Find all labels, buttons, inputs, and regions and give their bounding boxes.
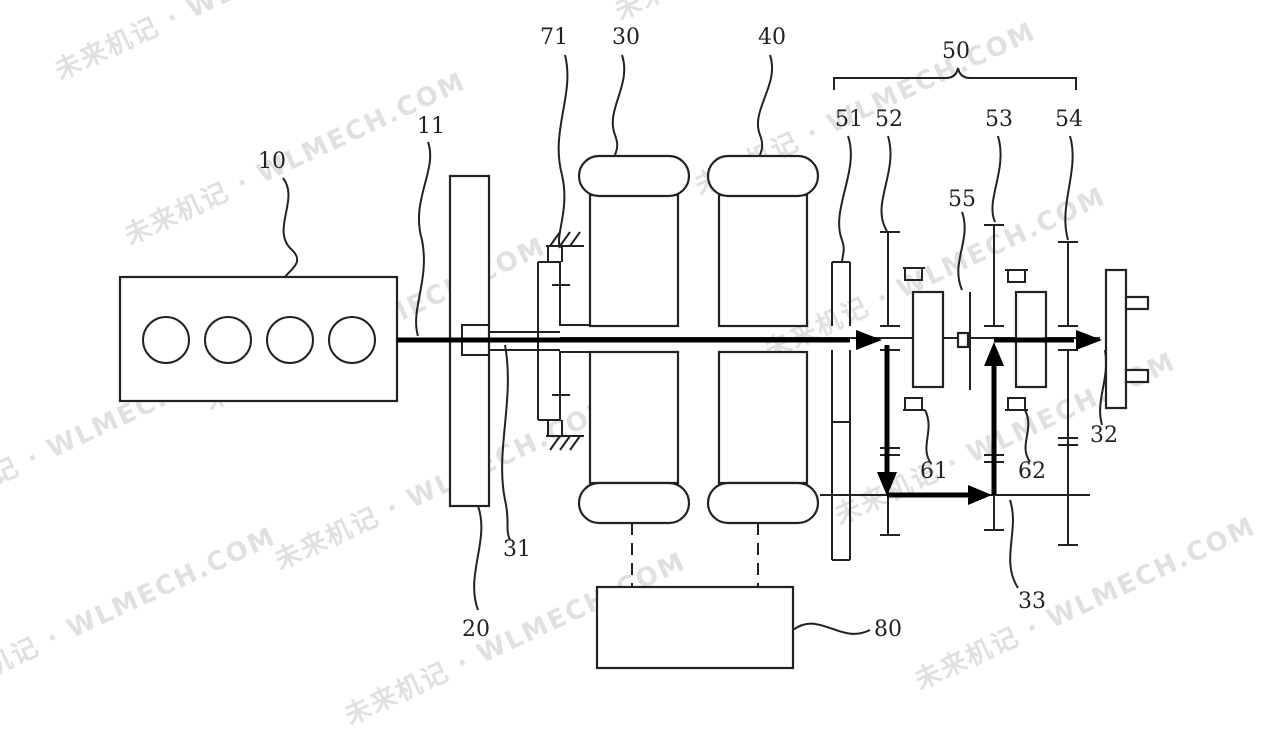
motor-30-lower-core [588, 350, 680, 485]
gear-53 [984, 224, 1004, 531]
leader-40 [757, 54, 773, 157]
label-shaft-32: 32 [1090, 423, 1118, 448]
output-stud-upper [1124, 295, 1150, 311]
leader-lines [282, 54, 1107, 635]
leader-33 [1009, 499, 1019, 589]
gear-mesh-marks [552, 284, 570, 396]
label-brake-71: 71 [540, 25, 568, 50]
brake-pad-lower [547, 420, 563, 436]
transmission-bracket [833, 67, 1077, 90]
watermark: 未来机记 · WLMECH.COM [270, 392, 620, 577]
watermark: 未来机记 · WLMECH.COM [610, 0, 960, 26]
label-transmission-50: 50 [942, 39, 970, 64]
leader-55 [957, 211, 966, 291]
output-flange [1104, 268, 1150, 410]
label-gear-51: 51 [835, 107, 863, 132]
clutch-61 [903, 267, 945, 411]
leader-54 [1064, 135, 1074, 241]
label-shaft-33: 33 [1018, 589, 1046, 614]
brake-link-upper [538, 261, 590, 326]
label-clutch-62: 62 [1018, 459, 1046, 484]
cylinder-icon [204, 316, 252, 364]
motor-30 [577, 154, 691, 525]
leader-62 [1024, 409, 1031, 463]
gear-54 [1058, 241, 1078, 546]
label-damper-20: 20 [462, 617, 490, 642]
label-controller-80: 80 [874, 617, 902, 642]
leader-51 [838, 135, 852, 263]
motor-40 [706, 154, 820, 525]
leader-52 [880, 135, 892, 233]
gear-53-upper [984, 224, 1004, 326]
controller-box [595, 585, 795, 670]
motor-30-upper-coil [577, 154, 691, 198]
gear-54-mesh [1058, 437, 1078, 446]
leader-53 [991, 135, 1002, 223]
ground-icon [546, 435, 584, 451]
clutch-61-fork-upper [903, 267, 925, 281]
leader-61 [924, 409, 931, 463]
shaft-31 [489, 331, 560, 351]
output-flange-plate [1104, 268, 1128, 410]
gear-52-upper [880, 231, 900, 326]
leader-32 [1099, 349, 1107, 426]
arrow-head-icon [877, 472, 897, 496]
label-input-shaft: 11 [417, 114, 445, 139]
gear-52-mesh [880, 447, 900, 456]
controller [595, 523, 795, 670]
brake-pad-upper [547, 246, 563, 262]
label-engine: 10 [258, 149, 286, 174]
leader-31 [501, 344, 511, 541]
ground-icon [546, 231, 584, 247]
watermark: 未来机记 · WLMECH.COM [910, 512, 1260, 697]
leader-71 [557, 54, 569, 249]
watermark: 未来机记 · WLMECH.COM [0, 522, 281, 707]
label-gear-52: 52 [875, 107, 903, 132]
gear-54-lower [1058, 350, 1078, 546]
arrow-head-icon [968, 485, 992, 505]
gear-52-hub [880, 325, 900, 351]
gear-54-upper [1058, 241, 1078, 326]
cylinder-icon [328, 316, 376, 364]
motor-40-upper-coil [706, 154, 820, 198]
motor-40-lower-core [717, 350, 809, 485]
label-shaft-31: 31 [503, 537, 531, 562]
engine [118, 275, 399, 403]
gear-55-hub [956, 331, 970, 349]
arrow-head-icon [856, 330, 882, 350]
clutch-61-fork-lower [903, 397, 925, 411]
gear-55 [956, 292, 971, 390]
clutch-62-fork-upper [1005, 269, 1028, 283]
cylinder-icon [266, 316, 314, 364]
clutch-62-fork-lower [1005, 397, 1028, 411]
motor-40-lower-coil [706, 481, 820, 525]
leader-80 [792, 622, 871, 635]
watermark: 未来机记 · WLMECH.COM [50, 0, 400, 86]
gear-51-lower [831, 350, 851, 561]
reference-labels: 10 11 71 30 40 50 51 52 53 54 55 61 62 3… [258, 25, 1118, 642]
label-gear-55: 55 [948, 187, 976, 212]
motor-30-upper-core [588, 193, 680, 328]
label-gear-54: 54 [1055, 107, 1083, 132]
engine-block [118, 275, 399, 403]
leader-11 [415, 141, 432, 337]
output-stud-lower [1124, 368, 1150, 384]
motor-30-lower-coil [577, 481, 691, 525]
label-motor-30: 30 [612, 25, 640, 50]
motor-40-upper-core [717, 193, 809, 328]
leader-10 [282, 177, 299, 278]
cylinder-icon [142, 316, 190, 364]
arrow-head-icon [1076, 330, 1102, 350]
leader-30 [611, 54, 626, 157]
clutch-61-sleeve [911, 290, 945, 389]
label-gear-53: 53 [985, 107, 1013, 132]
label-clutch-61: 61 [920, 459, 948, 484]
leader-20 [473, 505, 483, 611]
arrow-head-icon [984, 342, 1004, 366]
power-flow-path [397, 330, 1102, 505]
label-motor-40: 40 [758, 25, 786, 50]
